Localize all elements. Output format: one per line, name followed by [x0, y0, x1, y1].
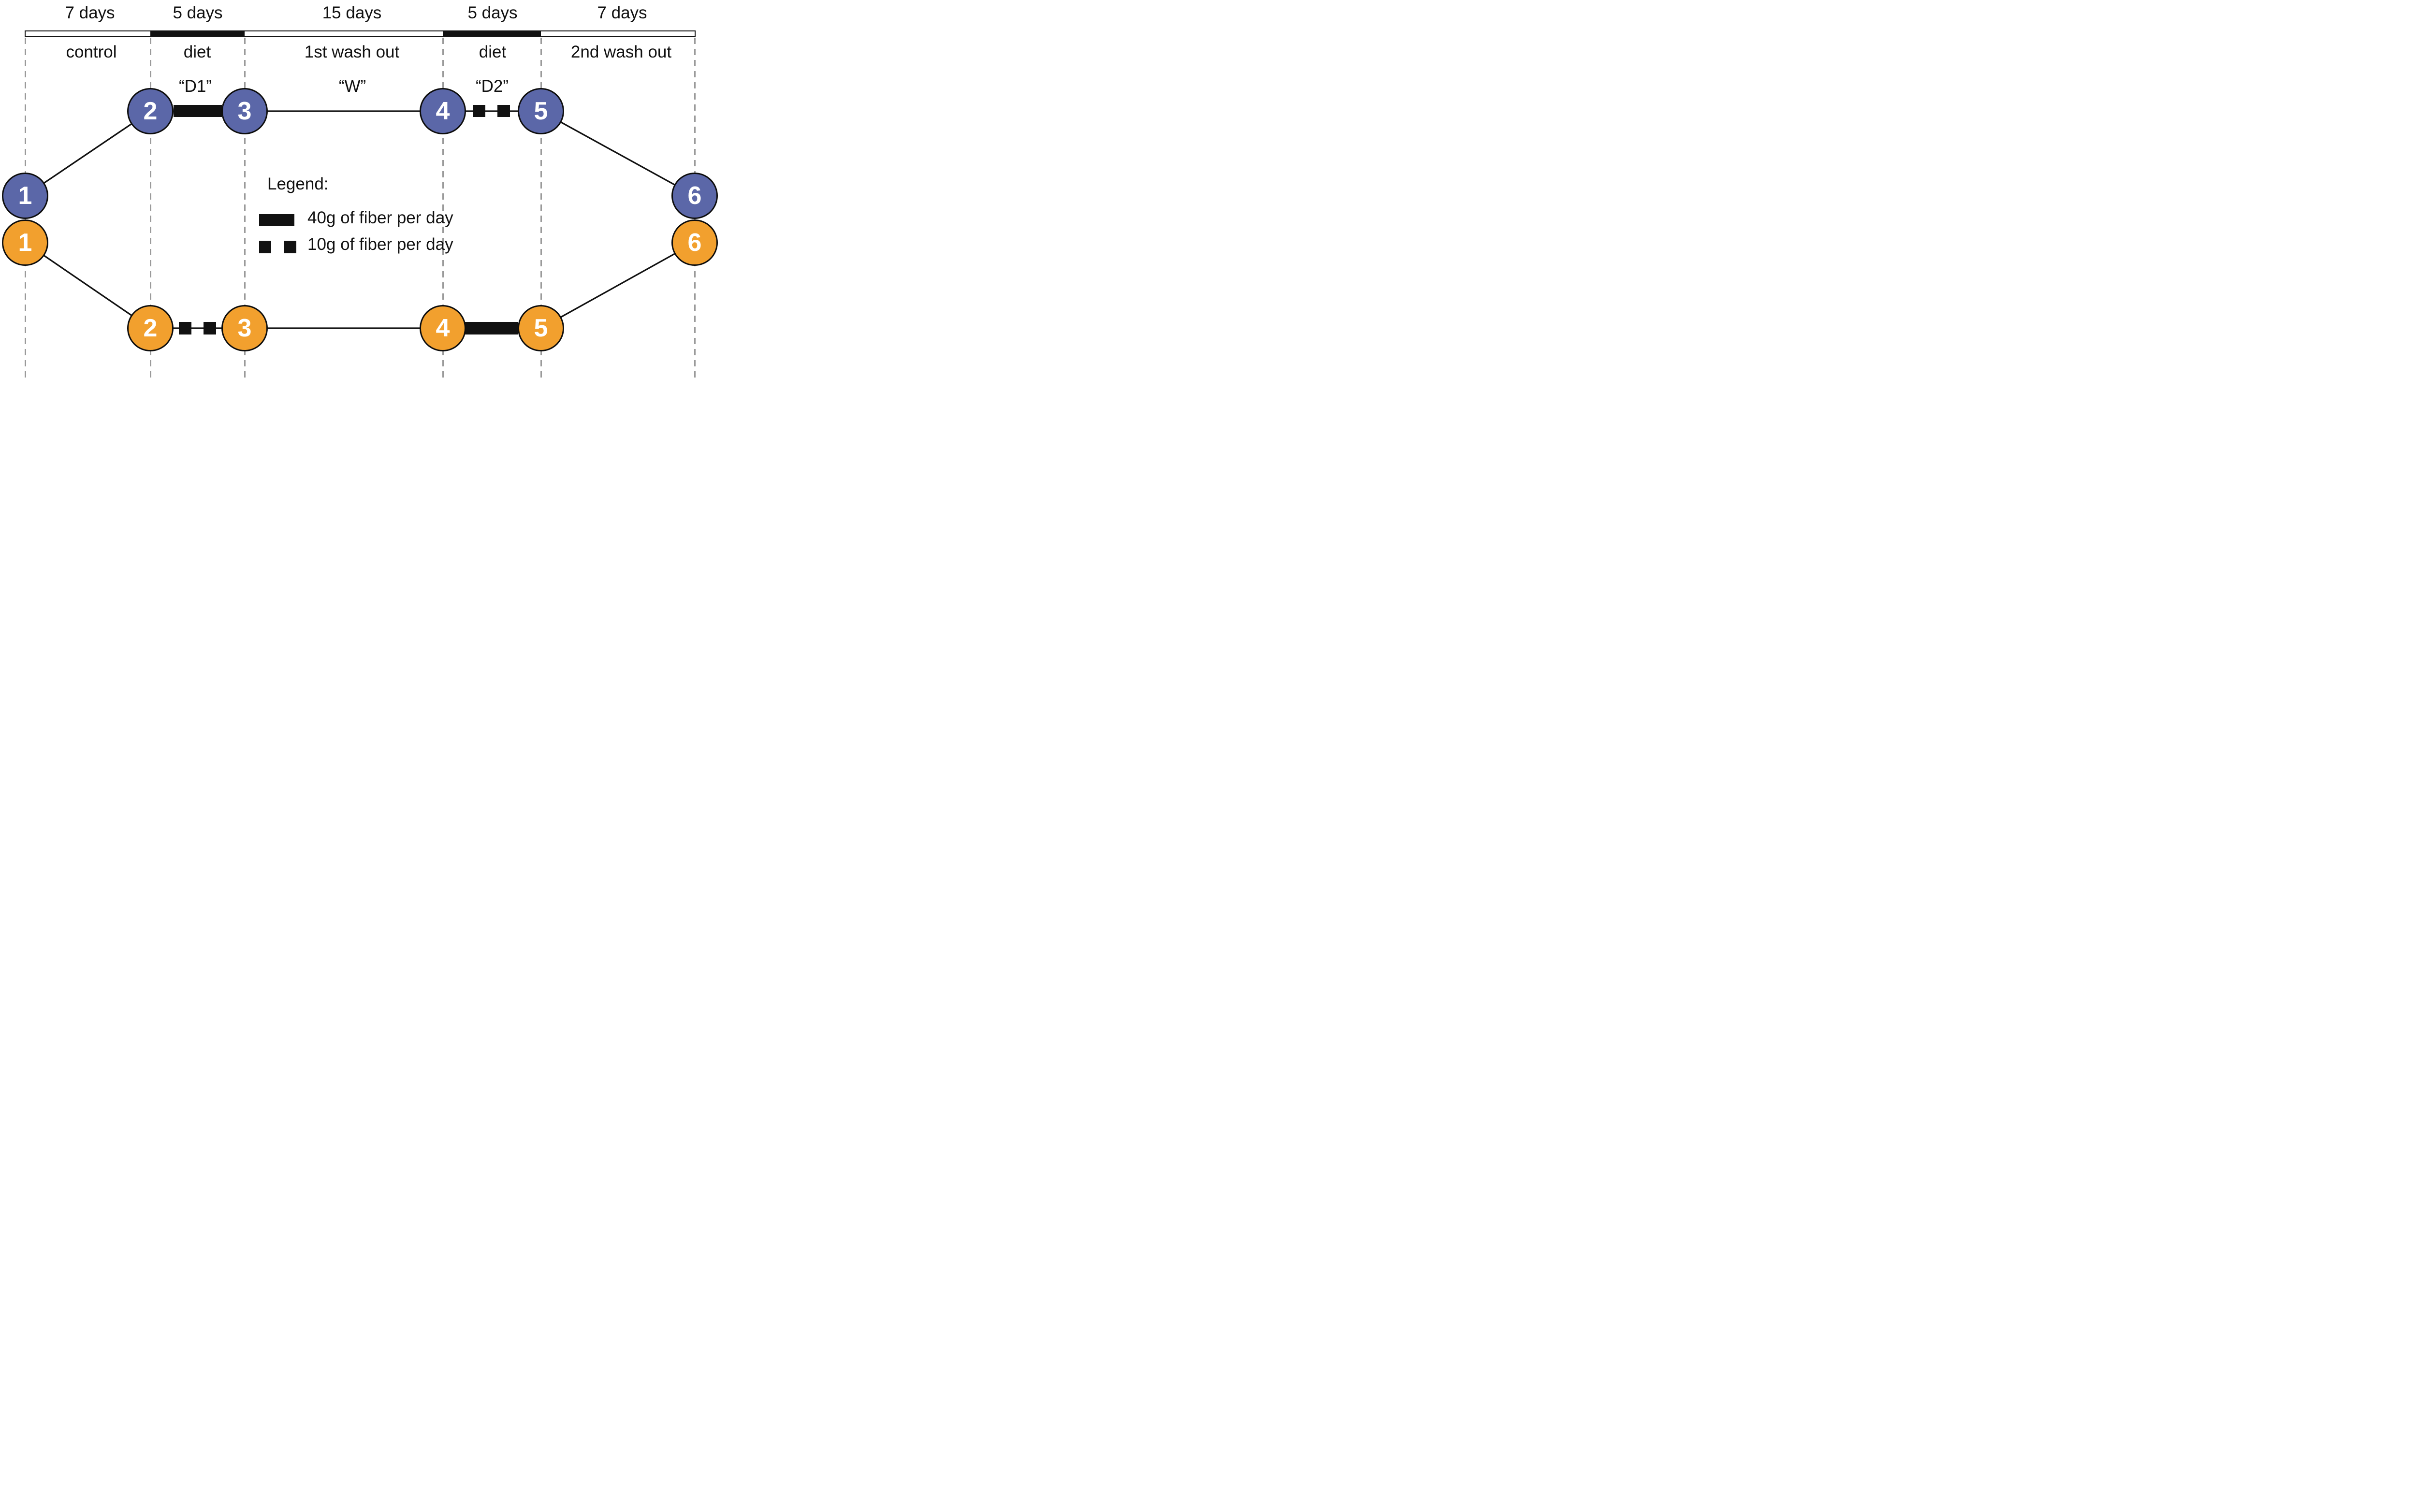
legend-square-swatch-a: [259, 241, 271, 253]
phase-divider-line-4: [442, 38, 444, 378]
high-fiber-bar-orange-4-5: [465, 322, 518, 334]
legend-square-swatch-b: [284, 241, 296, 253]
phase-duration-label: 7 days: [65, 3, 115, 22]
diet2-bar-segment: [443, 30, 541, 37]
phase-duration-label: 5 days: [467, 3, 518, 22]
node-blue-1: 1: [2, 173, 48, 219]
low-fiber-square-blue-4-5-a: [473, 105, 485, 117]
phase-code-label: “D2”: [475, 77, 509, 96]
phase-duration-label: 7 days: [597, 3, 647, 22]
node-orange-3: 3: [221, 305, 268, 351]
phase-divider-line-2: [149, 38, 151, 378]
phase-code-label: “W”: [338, 77, 366, 96]
connector-blue-1-2: [25, 110, 151, 197]
node-blue-3: 3: [221, 88, 268, 134]
node-blue-4: 4: [420, 88, 466, 134]
node-blue-2: 2: [127, 88, 174, 134]
low-fiber-square-orange-2-3-b: [204, 322, 216, 334]
phase-name-label: diet: [479, 43, 507, 61]
high-fiber-bar-blue-2-3: [174, 105, 222, 117]
connector-orange-5-6: [540, 242, 695, 329]
connector-lines: [25, 110, 695, 329]
node-blue-5: 5: [518, 88, 564, 134]
phase-code-label: “D1”: [178, 77, 212, 96]
legend-title: Legend:: [267, 174, 329, 193]
phase-name-label: 2nd wash out: [570, 43, 672, 61]
phase-name-label: control: [66, 43, 117, 61]
phase-divider-line-5: [540, 38, 542, 378]
phase-name-label: diet: [183, 43, 211, 61]
connector-blue-5-6: [540, 110, 695, 197]
legend-solid-bar-swatch: [259, 214, 294, 226]
low-fiber-square-orange-2-3-a: [179, 322, 191, 334]
node-orange-2: 2: [127, 305, 174, 351]
phase-divider-line-3: [244, 38, 246, 378]
legend-item-label: 40g of fiber per day: [307, 208, 453, 227]
node-orange-6: 6: [671, 219, 718, 266]
phase-duration-label: 15 days: [322, 3, 382, 22]
node-orange-1: 1: [2, 219, 48, 266]
low-fiber-square-blue-4-5-b: [497, 105, 510, 117]
phase-duration-label: 5 days: [173, 3, 223, 22]
connector-orange-1-2: [25, 242, 151, 329]
diet1-bar-segment: [150, 30, 245, 37]
study-design-figure: 7 days 5 days 15 days 5 days 7 days cont…: [0, 0, 720, 378]
node-orange-5: 5: [518, 305, 564, 351]
phase-name-label: 1st wash out: [304, 43, 400, 61]
legend-item-label: 10g of fiber per day: [307, 235, 453, 254]
node-blue-6: 6: [671, 173, 718, 219]
node-orange-4: 4: [420, 305, 466, 351]
